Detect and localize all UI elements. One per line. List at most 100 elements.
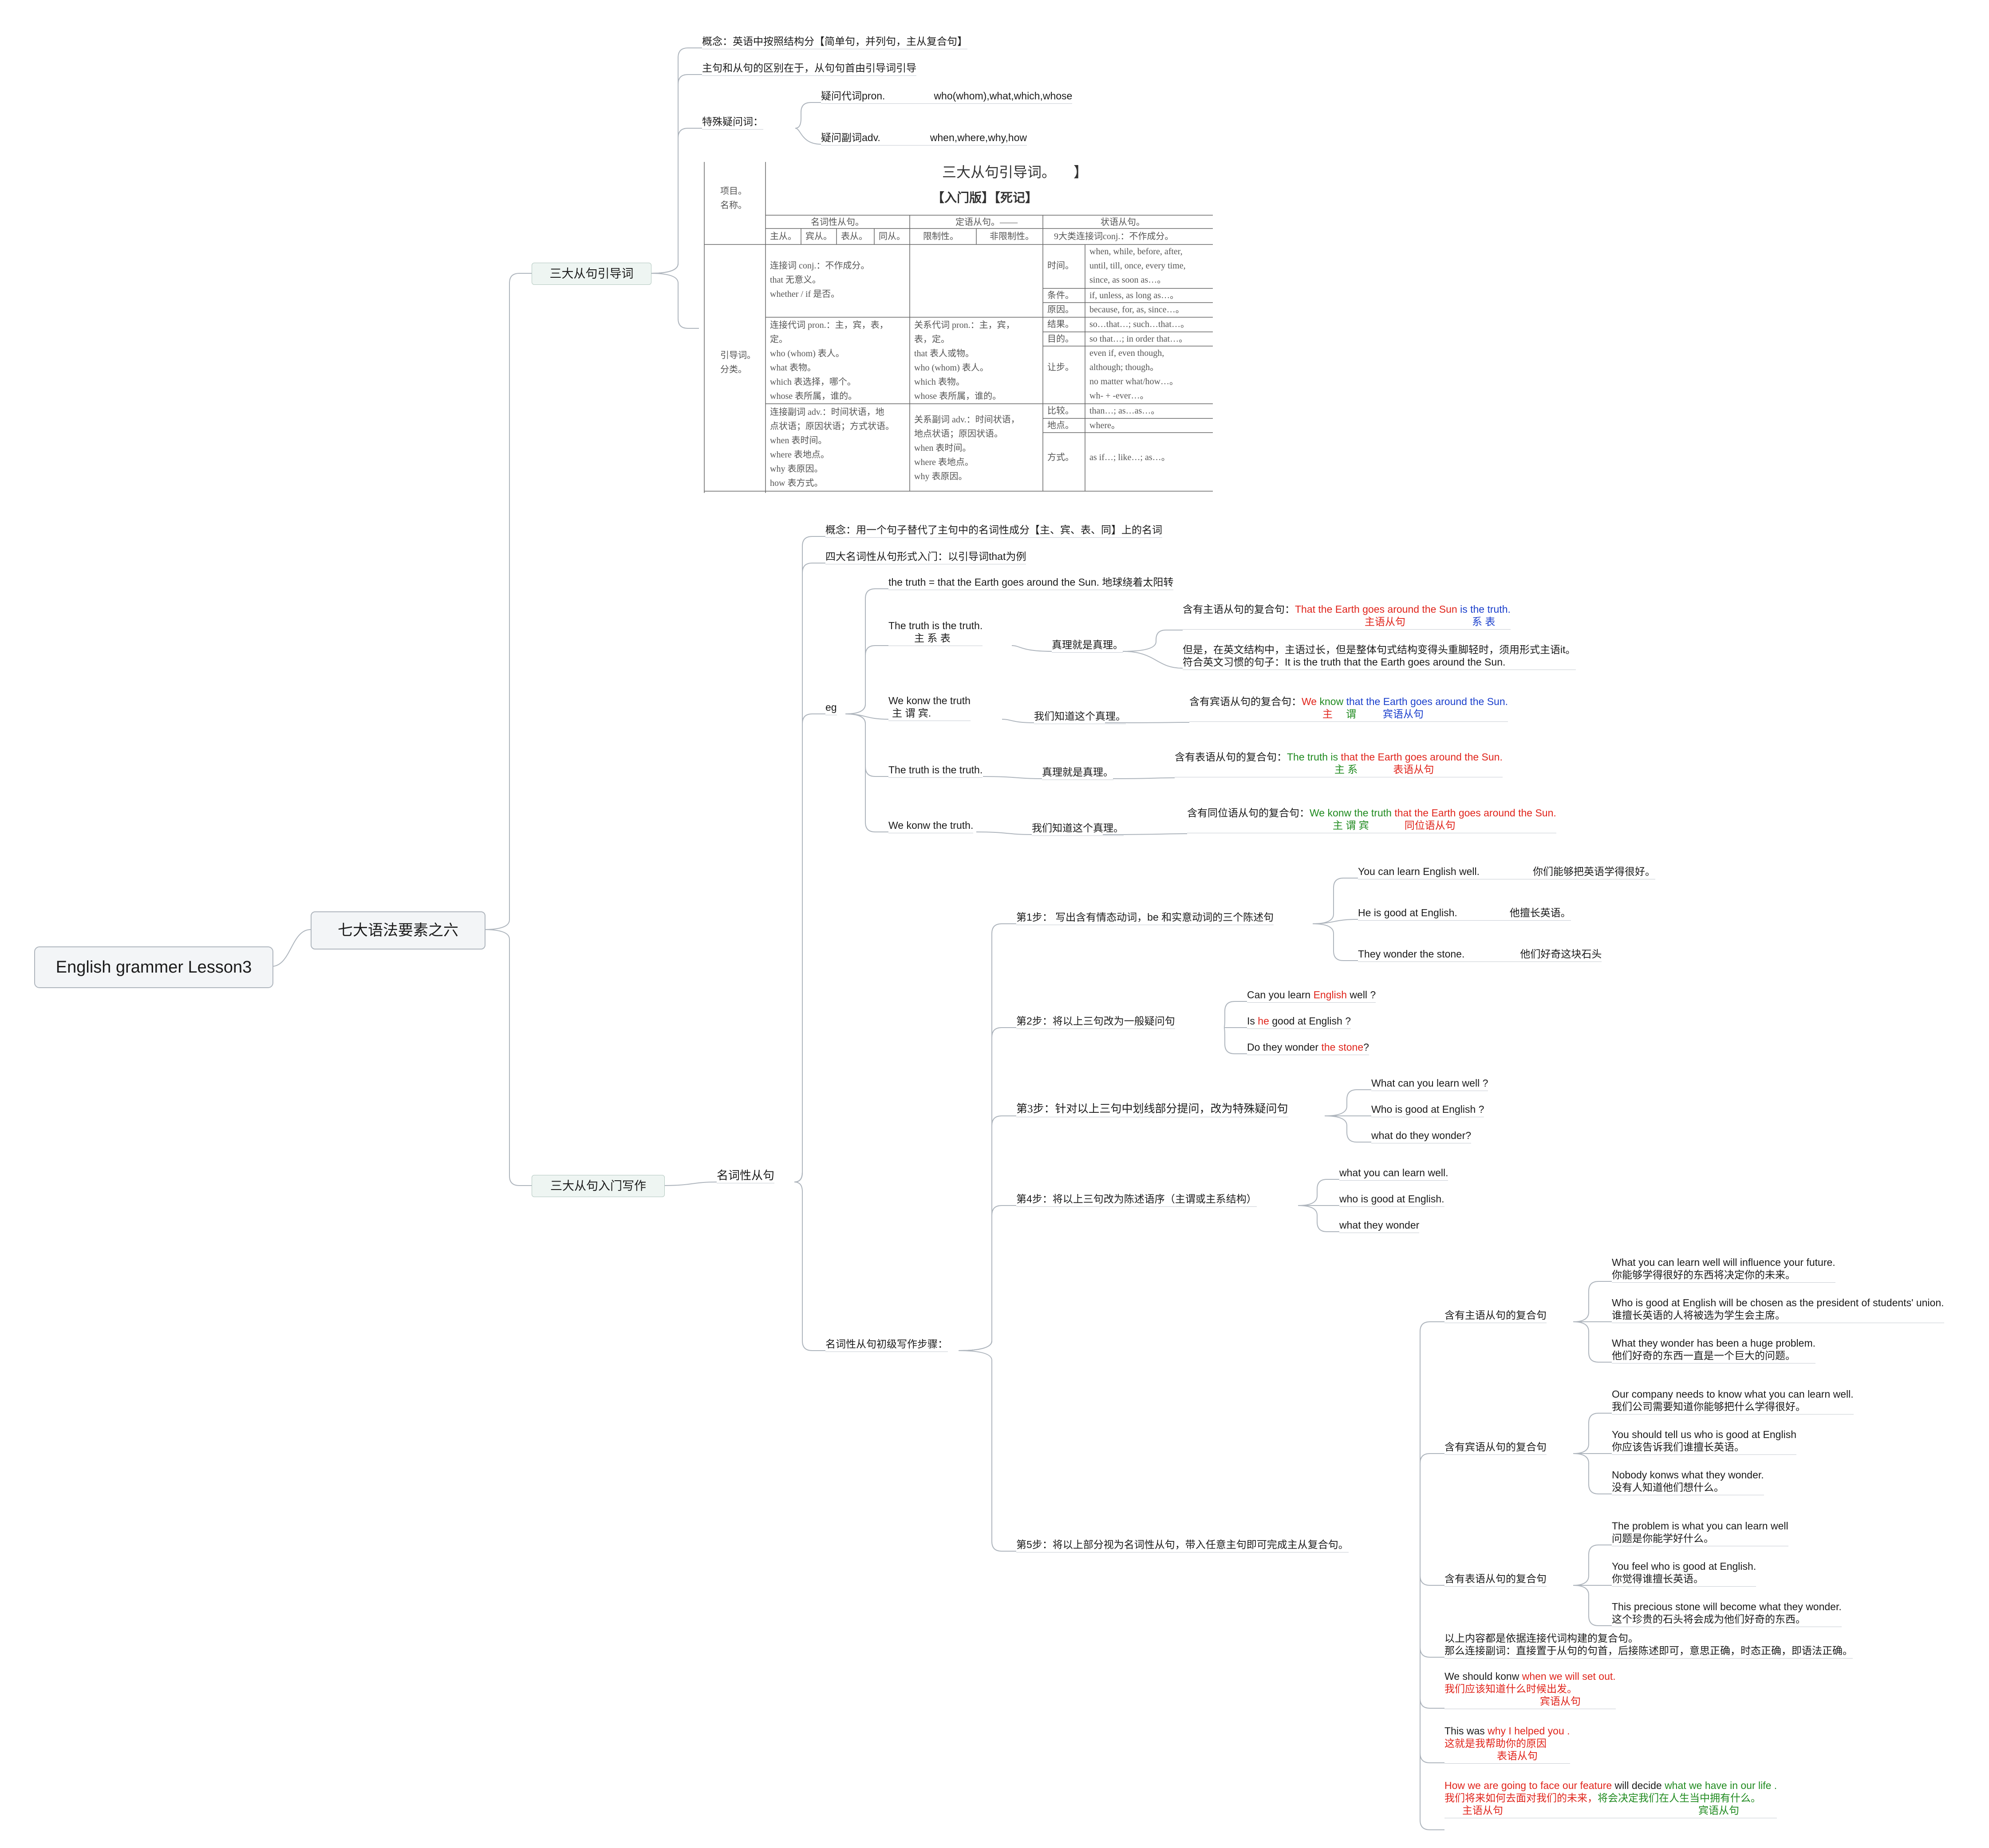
object-clause-group[interactable]: 含有宾语从句的复合句 [1444,1441,1547,1455]
step-2-item-1[interactable]: Can you learn English well ? [1247,989,1376,1003]
subject-clause-group[interactable]: 含有主语从句的复合句 [1444,1309,1547,1323]
truth-equation[interactable]: the truth = that the Earth goes around t… [888,576,1174,590]
noun-clause-node[interactable]: 名词性从句 [717,1169,775,1183]
ex1-translation[interactable]: 真理就是真理。 [1052,638,1123,653]
step-3-item-1[interactable]: What can you learn well ? [1371,1077,1488,1091]
s1-en-2: He is good at English. [1358,907,1457,918]
obj-example-1[interactable]: Our company needs to know what you can l… [1612,1388,1854,1415]
root-node[interactable]: English grammer Lesson3 [34,946,273,988]
step-1-item-1[interactable]: You can learn English well. 你们能够把英语学得很好。 [1358,865,1656,879]
ex-a-cn: 我们应该知道什么时候出发。 [1444,1683,1577,1694]
step-1-item-2[interactable]: He is good at English.他擅长英语。 [1358,906,1571,921]
cell-attr-pron-line-4: which 表物。 [914,377,965,387]
noun-clause-intro[interactable]: 四大名词性从句形式入门：以引导词that为例 [825,550,1026,564]
noun-clause-concept[interactable]: 概念：用一个句子替代了主句中的名词性成分【主、宾、表、同】上的名词 [825,524,1162,538]
cell-noun-pron-line-1: 定。 [770,335,788,344]
ex4-s2: that the Earth goes around the Sun. [1391,807,1556,819]
ex2-translation[interactable]: 我们知道这个真理。 [1034,710,1126,724]
table-row-label-2: 分类。 [720,365,747,374]
s1-en-3: They wonder the stone. [1358,948,1465,960]
adv-row-key-2: 原因。 [1047,305,1074,315]
step-2-node[interactable]: 第2步：将以上三句改为一般疑问句 [1016,1015,1175,1029]
adv-row-value-5: even if, even though,although; though。no… [1089,348,1178,401]
adv-row-value-1: if, unless, as long as…。 [1089,291,1179,300]
ex3-sentence[interactable]: The truth is the truth. [888,764,983,778]
step-4-item-3[interactable]: what they wonder [1339,1219,1420,1233]
ex4-translation[interactable]: 我们知道这个真理。 [1032,822,1124,836]
pron-words: who(whom),what,which,whose [934,90,1073,102]
special-question-words[interactable]: 特殊疑问词： [702,115,763,130]
ex1-sentence[interactable]: The truth is the truth.主 系 表 [888,619,983,646]
s1-cn-1: 你们能够把英语学得很好。 [1533,866,1656,877]
main-topic-node[interactable]: 七大语法要素之六 [311,911,485,950]
pred-example-3[interactable]: This precious stone will become what the… [1612,1600,1842,1627]
cell-noun-conj: 连接词 conj.：不作成分。that 无意义。whether / if 是否。 [770,259,869,301]
cell-noun-conj-line-2: whether / if 是否。 [770,289,840,299]
ex2-tag1: 主 [1322,708,1333,720]
adverb-example-c[interactable]: How we are going to face our feature wil… [1444,1779,1777,1818]
ex1-subject-clause[interactable]: 含有主语从句的复合句：That the Earth goes around th… [1183,603,1511,630]
writing-steps-node[interactable]: 名词性从句初级写作步骤： [825,1338,948,1352]
step-4-node[interactable]: 第4步：将以上三句改为陈述语序（主谓或主系结构） [1016,1193,1257,1207]
subj-example-3[interactable]: What they wonder has been a huge problem… [1612,1337,1816,1363]
pred-example-2[interactable]: You feel who is good at English.你觉得谁擅长英语… [1612,1560,1756,1587]
topic-writing[interactable]: 三大从句入门写作 [532,1175,665,1197]
step-5-node[interactable]: 第5步：将以上部分视为名词性从句，带入任意主句即可完成主从复合句。 [1016,1538,1349,1552]
subj-example-2[interactable]: Who is good at English will be chosen as… [1612,1296,1944,1323]
step-1-node[interactable]: 第1步： 写出含有情态动词，be 和实意动词的三个陈述句 [1016,911,1274,925]
ex1-note[interactable]: 但是，在英文结构中，主语过长，但是整体句式结构变得头重脚轻时，须用形式主语it。… [1183,643,1576,670]
step-2-item-2[interactable]: Is he good at English ? [1247,1015,1351,1029]
step-3-item-2[interactable]: Who is good at English ? [1371,1103,1484,1117]
step-3-item-3[interactable]: what do they wonder? [1371,1129,1472,1143]
adv-row-key-6: 比较。 [1047,406,1074,416]
ex-b-red: why I helped you . [1488,1725,1570,1737]
step-4-item-1[interactable]: what you can learn well. [1339,1166,1448,1181]
step-3-node[interactable]: 第3步：针对以上三句中划线部分提问，改为特殊疑问句 [1016,1103,1288,1117]
main-vs-sub-clause[interactable]: 主句和从句的区别在于，从句句首由引导词引导 [702,62,916,76]
adverb-example-b[interactable]: This was why I helped you .这就是我帮助你的原因表语从… [1444,1725,1570,1764]
ex1-note-1: 但是，在英文结构中，主语过长，但是整体句式结构变得头重脚轻时，须用形式主语it。 [1183,644,1576,655]
cell-noun-adv-line-2: when 表时间。 [770,436,827,445]
obj-example-2[interactable]: You should tell us who is good at Englis… [1612,1428,1796,1455]
obj-example-3[interactable]: Nobody konws what they wonder.没有人知道他们想什么… [1612,1469,1764,1495]
step-4-item-2[interactable]: who is good at English. [1339,1193,1444,1207]
ex4-tag1: 主 谓 宾 [1333,820,1369,831]
topic-guide-words[interactable]: 三大从句引导词 [532,263,651,285]
ex4-appositive-clause[interactable]: 含有同位语从句的复合句：We konw the truth that the E… [1187,807,1556,833]
s2-q3-red: the stone [1321,1041,1364,1053]
ex-a-tag: 宾语从句 [1540,1695,1581,1707]
predicative-clause-group[interactable]: 含有表语从句的复合句 [1444,1572,1547,1587]
step-2-item-3[interactable]: Do they wonder the stone? [1247,1041,1369,1055]
table-col-attr: 定语从句。—— [955,217,1018,227]
eg-node[interactable]: eg [825,701,837,715]
cell-noun-conj-line-1: that 无意义。 [770,275,821,285]
ex-b-tag: 表语从句 [1497,1750,1538,1761]
cell-noun-pron-line-5: whose 表所属，谁的。 [770,391,857,401]
ex-a-red: when we will set out. [1522,1671,1616,1682]
cell-noun-pron-line-3: what 表物。 [770,363,816,373]
summary-note[interactable]: 以上内容都是依据连接代词构建的复合句。那么连接副词：直接置于从句的句首，后接陈述… [1444,1632,1853,1659]
concept-sentence-structure[interactable]: 概念：英语中按照结构分【简单句，并列句，主从复合句】 [702,35,967,49]
ex2-marks: 主 谓 宾. [892,707,931,719]
ex4-sentence[interactable]: We konw the truth. [888,819,974,833]
table-grid [704,162,1213,493]
ex3-predicative-clause[interactable]: 含有表语从句的复合句：The truth is that the Earth g… [1175,751,1503,777]
interrogative-adverb[interactable]: 疑问副词adv.when,where,why,how [821,131,1027,146]
table-sub-restrictive: 限制性。 [923,232,959,241]
cell-noun-pron-line-0: 连接代词 pron.：主，宾，表， [770,320,888,330]
s1-en-1: You can learn English well. [1358,866,1480,877]
cell-noun-pron: 连接代词 pron.：主，宾，表，定。who (whom) 表人。what 表物… [770,318,888,403]
subj-example-1[interactable]: What you can learn well will influence y… [1612,1256,1835,1283]
ex2-object-clause[interactable]: 含有宾语从句的复合句：We know that the Earth goes a… [1189,695,1508,722]
ex1-tag-red: 主语从句 [1365,616,1405,627]
adv-row-key-5: 让步。 [1047,363,1074,372]
ex3-translation[interactable]: 真理就是真理。 [1042,766,1113,780]
adv-row-value-3: so…that…; such…that…。 [1089,319,1189,329]
interrogative-pronoun[interactable]: 疑问代词pron.who(whom),what,which,whose [821,90,1073,104]
step-1-item-3[interactable]: They wonder the stone.他们好奇这块石头 [1358,948,1602,962]
adv-row-value-8: as if…; like…; as…。 [1089,453,1170,462]
adverb-example-a[interactable]: We should konw when we will set out.我们应该… [1444,1670,1616,1709]
